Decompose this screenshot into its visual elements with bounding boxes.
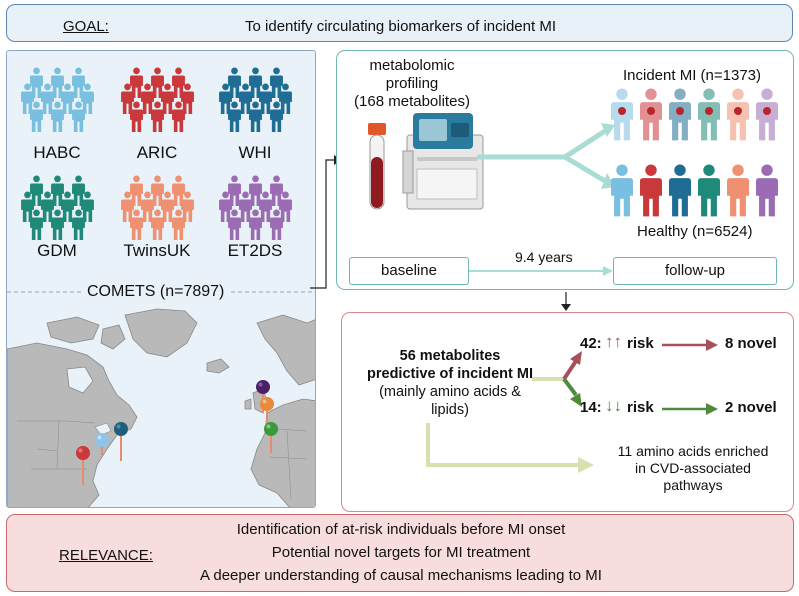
outcome-branch-arrows — [477, 123, 615, 189]
cohort-group-et2ds-icon — [219, 175, 309, 247]
blood-tube-icon — [368, 123, 386, 210]
relevance-line-1: Identification of at-risk individuals be… — [236, 521, 566, 538]
healthy-label: Healthy (n=6524) — [637, 223, 753, 240]
cohort-group-gdm-icon — [21, 175, 111, 247]
incident-mi-label: Incident MI (n=1373) — [623, 67, 761, 84]
cohort-group-habc-icon — [21, 67, 111, 139]
cohort-panel: HABC ARIC WHI GDM TwinsUK — [6, 50, 316, 508]
down-arrows-icon: ↓↓ — [605, 396, 622, 415]
goal-label: GOAL: — [63, 18, 109, 35]
pin-whi-icon — [114, 422, 128, 461]
pin-gdm-icon — [264, 422, 278, 453]
down-count: 14: — [580, 399, 602, 416]
pin-habc-icon — [95, 433, 109, 455]
relevance-line-3: A deeper understanding of causal mechani… — [200, 567, 602, 584]
timeline-arrow — [469, 266, 613, 276]
cohort-group-whi-icon — [219, 67, 309, 139]
enriched-text: 11 amino acids enriched in CVD-associate… — [617, 443, 769, 493]
comets-label: COMETS (n=7897) — [81, 283, 231, 301]
cohort-label-twinsuk: TwinsUK — [123, 241, 191, 260]
duration-label: 9.4 years — [513, 249, 575, 265]
profiling-label: metabolomic profiling (168 metabolites) — [354, 57, 470, 110]
cohort-label-habc: HABC — [33, 143, 81, 162]
profiling-to-results-arrow — [561, 292, 571, 311]
world-map — [7, 308, 315, 507]
relevance-panel: RELEVANCE: Identification of at-risk ind… — [6, 514, 794, 592]
results-panel: 56 metabolites predictive of incident MI… — [341, 312, 794, 512]
goal-text: To identify circulating biomarkers of in… — [245, 18, 556, 35]
mass-spectrometer-icon — [402, 113, 484, 210]
followup-box: follow-up — [613, 257, 777, 285]
cohort-label-et2ds: ET2DS — [227, 241, 283, 260]
down-novel-arrow — [662, 403, 718, 415]
up-arrows-icon: ↑↑ — [605, 332, 622, 351]
up-count: 42: — [580, 335, 602, 352]
healthy-people-icon — [611, 164, 778, 217]
enrichment-arrow — [426, 423, 594, 473]
up-risk-label: risk — [627, 335, 654, 352]
incident-mi-people-icon — [611, 88, 778, 141]
cohort-label-gdm: GDM — [37, 241, 77, 260]
relevance-line-2: Potential novel targets for MI treatment — [271, 544, 531, 561]
down-risk-label: risk — [627, 399, 654, 416]
pin-aric-icon — [76, 446, 90, 485]
map-pins — [76, 380, 278, 485]
baseline-box: baseline — [349, 257, 469, 285]
up-novel-label: 8 novel — [725, 335, 777, 352]
cohort-group-aric-icon — [121, 67, 211, 139]
risk-branch-arrows — [532, 351, 582, 407]
metabolomics-panel: metabolomic profiling (168 metabolites) … — [336, 50, 794, 290]
cohort-group-twinsuk-icon — [121, 175, 211, 247]
cohort-label-aric: ARIC — [136, 143, 178, 162]
up-novel-arrow — [662, 339, 718, 351]
goal-bar: GOAL: To identify circulating biomarkers… — [6, 4, 793, 42]
relevance-label: RELEVANCE: — [59, 547, 153, 564]
down-novel-label: 2 novel — [725, 399, 777, 416]
predictive-metabolites-text: 56 metabolites predictive of incident MI… — [367, 348, 533, 418]
cohort-label-whi: WHI — [238, 143, 272, 162]
